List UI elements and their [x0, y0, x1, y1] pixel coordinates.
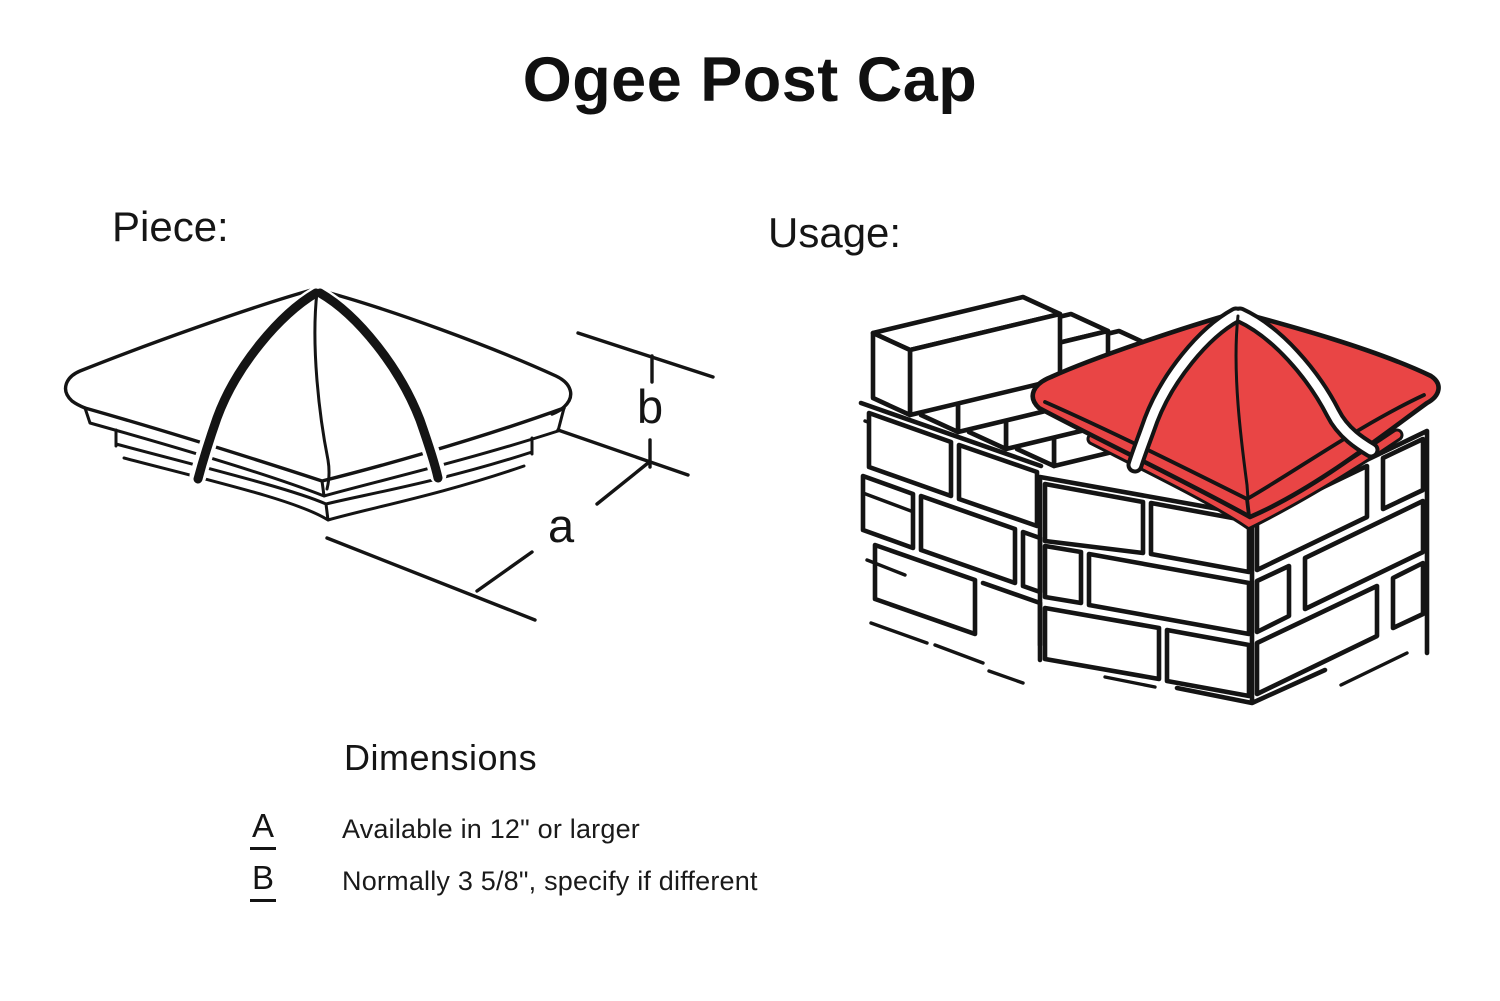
dimension-row-b: B Normally 3 5/8", specify if different — [250, 859, 758, 903]
pillar-bricks-left-face — [1042, 481, 1252, 699]
pillar-brick — [1380, 436, 1426, 512]
pillar-brick — [1042, 605, 1162, 682]
usage-section-label: Usage: — [768, 209, 902, 256]
dim-b-label: b — [637, 380, 663, 433]
cap-bottom-plate — [1089, 431, 1401, 528]
dim-b-witness-top — [576, 331, 715, 379]
piece-center-seam — [313, 290, 331, 491]
wall-brick — [918, 493, 1018, 586]
wall-sketch-strokes — [861, 491, 1025, 685]
pillar-brick — [1148, 500, 1252, 575]
usage-red-cap — [1030, 306, 1441, 531]
dimension-a-group: a — [325, 461, 650, 622]
pillar-brick — [1390, 560, 1426, 631]
dim-a-witness-bottom — [325, 536, 537, 622]
dimension-key-a: A — [250, 807, 277, 851]
pillar-bricks-right-face — [1254, 436, 1426, 697]
dimension-row-a: A Available in 12" or larger — [250, 807, 640, 851]
piece-cap-left-silhouette — [63, 287, 317, 410]
piece-cap-right-silhouette — [313, 287, 573, 416]
wall-brick — [866, 410, 954, 499]
dimension-desc-a: Available in 12" or larger — [342, 814, 640, 844]
pillar-brick — [1302, 498, 1426, 612]
dimension-desc-b: Normally 3 5/8", specify if different — [342, 866, 758, 896]
pillar-brick — [1086, 551, 1252, 637]
wall-brick-partial — [980, 580, 1043, 648]
pillar-brick — [1254, 563, 1292, 635]
wall-brick — [860, 473, 916, 551]
dimension-key-b: B — [250, 859, 277, 903]
cap-center-seam — [1234, 314, 1250, 501]
usage-diagram — [858, 294, 1441, 706]
wall-coping-slab-1 — [870, 294, 1063, 418]
piece-rib-right — [315, 288, 443, 483]
pillar-brick — [1254, 583, 1380, 697]
piece-cap-plinth — [114, 428, 534, 522]
cap-eave-lines — [1043, 393, 1426, 518]
piece-cap-line-art — [63, 286, 573, 522]
cap-rib-right — [1235, 310, 1376, 455]
wall-brick — [872, 542, 978, 637]
usage-pillar — [1037, 428, 1430, 706]
cap-rib-left — [1130, 310, 1241, 470]
dim-b-witness-bottom — [556, 428, 690, 477]
dim-a-tick-lower — [475, 550, 534, 593]
pillar-brick — [1164, 627, 1252, 699]
pillar-sketch-strokes — [1103, 651, 1409, 689]
dimensions-heading: Dimensions — [344, 737, 538, 778]
piece-rib-left — [193, 288, 321, 484]
wall-brick — [956, 442, 1040, 529]
dimension-b-group: b — [556, 331, 715, 477]
piece-cap-fascia-band — [83, 406, 566, 498]
wall-top-edge — [858, 400, 1044, 469]
piece-section-label: Piece: — [112, 203, 229, 250]
page-title: Ogee Post Cap — [522, 45, 978, 115]
pillar-brick — [1042, 481, 1146, 556]
dim-a-label: a — [548, 499, 575, 552]
pillar-brick — [1042, 543, 1084, 606]
piece-diagram: b a — [63, 286, 715, 622]
dim-a-tick-upper — [595, 461, 650, 506]
wall-brick — [1020, 529, 1043, 595]
